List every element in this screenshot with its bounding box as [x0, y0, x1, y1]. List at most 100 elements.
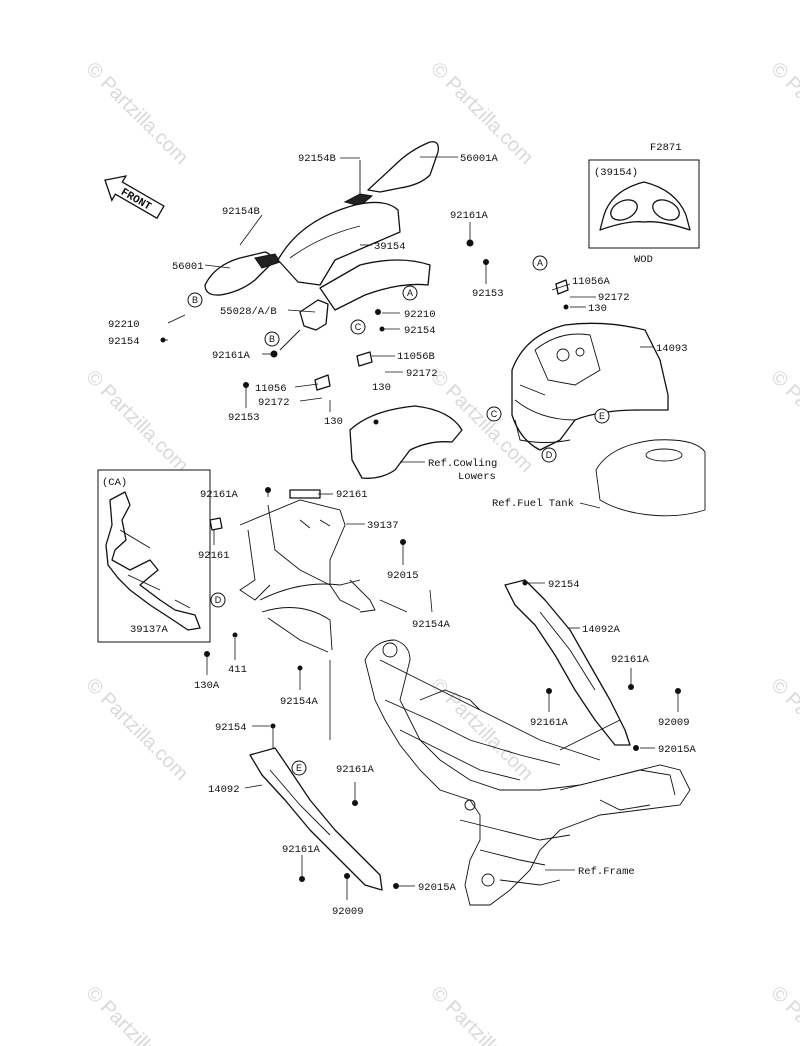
callout-d-right: D: [541, 447, 557, 463]
label-14093: 14093: [656, 343, 688, 355]
upper-frame-39137: [239, 489, 376, 653]
inset-39154-wod: (39154) WOD: [588, 159, 700, 266]
label-92154: 92154: [548, 579, 580, 591]
watermark: © Partzilla.com: [766, 366, 800, 477]
label-11056b: 11056B: [397, 351, 435, 363]
ref-fuel-tank: Ref.Fuel Tank: [492, 498, 574, 510]
callout-a-right: A: [532, 255, 548, 271]
callout-e-right: E: [594, 408, 610, 424]
label-130a: 130A: [194, 680, 220, 692]
label-130: 130: [372, 382, 391, 394]
label-92161a: 92161A: [336, 764, 375, 776]
inset-note: WOD: [634, 254, 653, 266]
upper-cowl-39154: [277, 201, 401, 286]
label-92161: 92161: [336, 489, 368, 501]
label-130: 130: [324, 416, 343, 428]
watermark: © Partzilla.com: [81, 982, 192, 1046]
side-cover-14092: [249, 747, 383, 891]
label-92009: 92009: [332, 906, 364, 918]
front-arrow-icon: FRONT: [104, 175, 165, 220]
label-92161a: 92161A: [200, 489, 239, 501]
watermark: © Partzilla.com: [426, 982, 537, 1046]
watermark: © Partzilla.com: [81, 366, 192, 477]
label-92161: 92161: [198, 550, 230, 562]
watermark: © Partzilla.com: [766, 674, 800, 785]
label-92210: 92210: [404, 309, 436, 321]
inset-ca-part-label: 39137A: [130, 624, 169, 636]
label-92154b: 92154B: [298, 153, 336, 165]
label-56001a: 56001A: [460, 153, 499, 165]
label-92154: 92154: [404, 325, 436, 337]
label-92161a: 92161A: [282, 844, 321, 856]
mirror-56001a: [343, 141, 439, 207]
diagram-code: F2871: [650, 142, 682, 154]
label-55028: 55028/A/B: [220, 306, 277, 318]
label-92161a: 92161A: [212, 350, 251, 362]
label-92161a: 92161A: [611, 654, 650, 666]
svg-text:D: D: [546, 450, 553, 460]
leader-lines: [163, 156, 679, 900]
callout-b-mid: B: [264, 331, 280, 347]
svg-text:B: B: [192, 295, 198, 305]
main-frame-ref: [364, 639, 691, 906]
watermark: © Partzilla.com: [81, 674, 192, 785]
callout-d-left: D: [210, 592, 226, 608]
callout-c-right: C: [486, 406, 502, 422]
mirror-56001: [204, 251, 281, 296]
label-92154a: 92154A: [412, 619, 451, 631]
label-92015: 92015: [387, 570, 419, 582]
svg-text:C: C: [355, 322, 362, 332]
inner-panel: [319, 259, 431, 311]
fuel-tank-ref: [595, 439, 706, 517]
label-411: 411: [228, 664, 247, 676]
callout-b-left: B: [187, 292, 203, 308]
callout-circles: A A B B C C D D E E: [187, 255, 610, 776]
callout-a-upper: A: [402, 285, 418, 301]
label-92153: 92153: [472, 288, 504, 300]
label-56001: 56001: [172, 261, 204, 273]
label-92210: 92210: [108, 319, 140, 331]
label-92161a: 92161A: [530, 717, 569, 729]
label-92015a: 92015A: [658, 744, 697, 756]
callout-c-upper: C: [350, 319, 366, 335]
stay-55028: [279, 299, 329, 351]
tank-cover-14093: [511, 322, 669, 451]
ref-cowling-lowers-line2: Lowers: [458, 471, 496, 483]
small-brackets: [209, 279, 569, 531]
svg-text:D: D: [215, 595, 222, 605]
label-92154b: 92154B: [222, 206, 260, 218]
label-92154: 92154: [108, 336, 140, 348]
label-92153: 92153: [228, 412, 260, 424]
svg-text:C: C: [491, 409, 498, 419]
label-11056a: 11056A: [572, 276, 611, 288]
callout-e-lower: E: [291, 760, 307, 776]
inset-ca-code: (CA): [102, 477, 127, 489]
svg-text:E: E: [296, 763, 302, 773]
inner-cowl: [349, 405, 463, 479]
watermark: © Partzilla.com: [766, 982, 800, 1046]
svg-text:A: A: [407, 288, 413, 298]
svg-text:E: E: [599, 411, 605, 421]
label-92009: 92009: [658, 717, 690, 729]
ref-frame: Ref.Frame: [578, 866, 635, 878]
label-92172: 92172: [598, 292, 630, 304]
label-92154: 92154: [215, 722, 247, 734]
label-92154a: 92154A: [280, 696, 319, 708]
ref-cowling-lowers: Ref.Cowling: [428, 458, 497, 470]
label-11056: 11056: [255, 383, 287, 395]
svg-text:B: B: [269, 334, 275, 344]
label-130: 130: [588, 303, 607, 315]
inset-part-label: (39154): [594, 167, 638, 179]
label-14092a: 14092A: [582, 624, 621, 636]
svg-text:A: A: [537, 258, 543, 268]
watermark: © Partzilla.com: [81, 58, 192, 169]
label-92172: 92172: [258, 397, 290, 409]
label-92015a: 92015A: [418, 882, 457, 894]
side-cover-14092a: [504, 579, 631, 746]
label-39137: 39137: [367, 520, 399, 532]
label-14092: 14092: [208, 784, 240, 796]
inset-ca: (CA) 39137A: [97, 469, 211, 643]
label-39154: 39154: [374, 241, 406, 253]
label-92161a: 92161A: [450, 210, 489, 222]
